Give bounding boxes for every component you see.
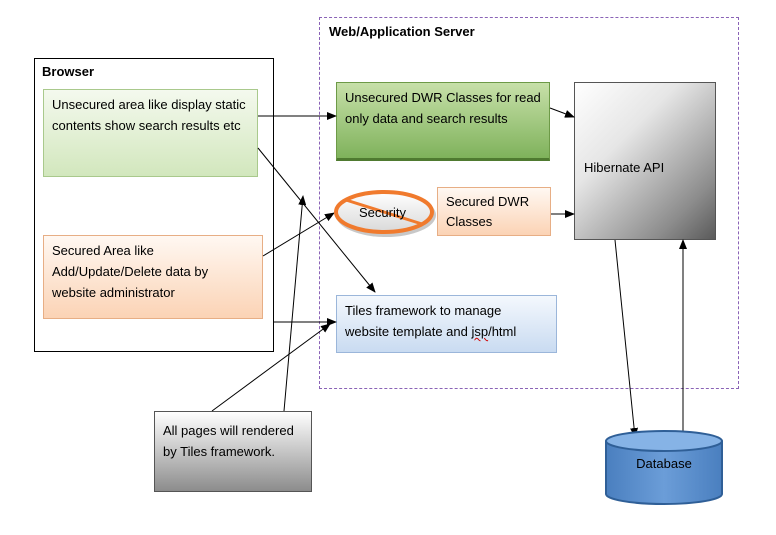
secured-area-text: Secured Area like Add/Update/Delete data… [52, 243, 209, 300]
database-icon [605, 430, 723, 505]
arrow-dwr-to-hibernate [549, 107, 575, 118]
secured-dwr-box: Secured DWR Classes [437, 187, 551, 236]
hibernate-api-box: Hibernate API [574, 82, 716, 240]
arrow-unsecured-to-tiles [257, 147, 376, 293]
note-text: All pages will rendered by Tiles framewo… [163, 423, 294, 459]
arrow-hibernate-to-db [614, 239, 639, 438]
security-label: Security [359, 205, 406, 220]
unsecured-area-box: Unsecured area like display static conte… [43, 89, 258, 177]
note-box: All pages will rendered by Tiles framewo… [154, 411, 312, 492]
arrow-secured-to-security [262, 212, 335, 257]
secured-dwr-text: Secured DWR Classes [446, 194, 530, 229]
hibernate-api-text: Hibernate API [584, 160, 665, 175]
unsecured-dwr-box: Unsecured DWR Classes for read only data… [336, 82, 550, 161]
server-container [319, 17, 739, 389]
security-icon [334, 190, 436, 237]
tiles-suffix-text: /html [488, 324, 517, 339]
unsecured-area-text: Unsecured area like display static conte… [52, 97, 246, 133]
browser-title: Browser [42, 64, 95, 79]
unsecured-dwr-text: Unsecured DWR Classes for read only data… [345, 90, 541, 126]
tiles-framework-box: Tiles framework to manage website templa… [336, 295, 557, 353]
arrow-note-to-browser [283, 195, 307, 412]
database-label: Database [636, 456, 692, 471]
arrow-note-to-server [211, 323, 331, 412]
tiles-jsp-text: jsp [471, 324, 489, 339]
secured-area-box: Secured Area like Add/Update/Delete data… [43, 235, 263, 319]
server-title: Web/Application Server [329, 24, 475, 39]
tiles-text: Tiles framework to manage website templa… [345, 303, 502, 339]
